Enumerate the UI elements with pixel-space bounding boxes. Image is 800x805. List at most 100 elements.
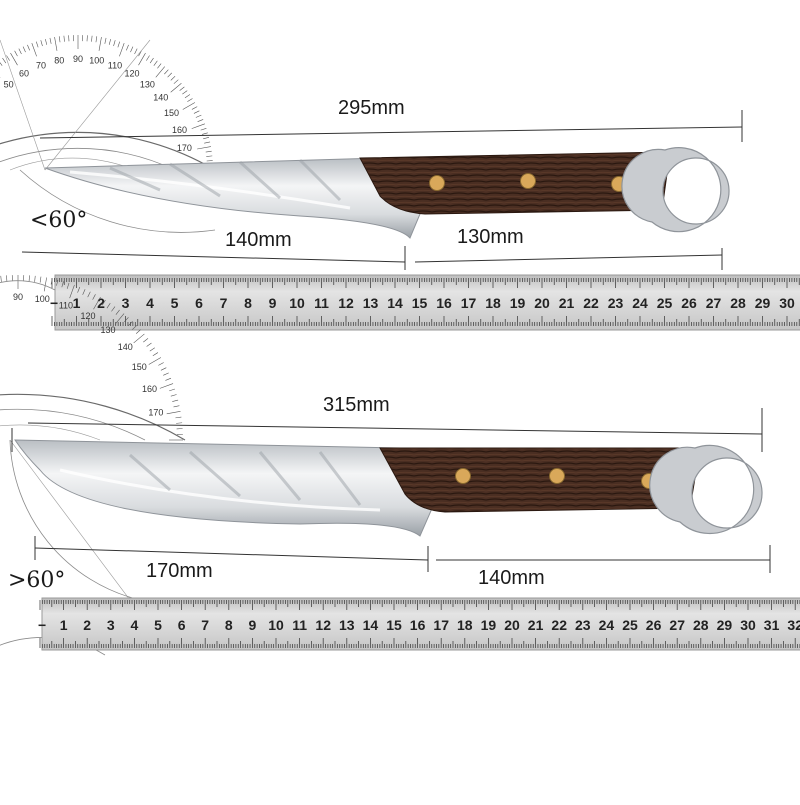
- protractor-top-tick: [105, 38, 106, 44]
- ruler-2-number: 11: [292, 617, 307, 633]
- ruler-2-number: 16: [410, 617, 426, 633]
- protractor-bottom-label: 150: [132, 362, 147, 372]
- ruler-1-number: 9: [269, 295, 277, 311]
- protractor-top-label: 160: [172, 125, 187, 135]
- knife-2-ring: [650, 445, 762, 533]
- ruler-2-number: 25: [622, 617, 638, 633]
- ruler-1-number: 3: [122, 295, 130, 311]
- protractor-top-tick: [45, 39, 46, 45]
- protractor-top-tick: [192, 124, 205, 129]
- protractor-top-tick: [27, 45, 29, 51]
- ruler-1-number: 6: [195, 295, 203, 311]
- protractor-top-label: 50: [4, 79, 14, 89]
- ruler-2-number: 24: [599, 617, 615, 633]
- protractor-bottom-label: 170: [148, 408, 163, 418]
- protractor-top-tick: [59, 36, 60, 42]
- protractor-top-tick: [171, 83, 182, 92]
- protractor-top-tick: [109, 39, 110, 45]
- protractor-bottom-tick: [160, 384, 173, 389]
- protractor-top-tick: [135, 49, 138, 54]
- ruler-2-number: 32: [787, 617, 800, 633]
- knife-2-rivet: [550, 469, 565, 484]
- protractor-top-tick: [164, 70, 168, 74]
- protractor-top-tick: [185, 95, 190, 98]
- protractor-top-tick: [36, 42, 38, 48]
- ruler-2-number: 13: [339, 617, 355, 633]
- ruler-2-number: 18: [457, 617, 473, 633]
- protractor-top-tick: [139, 53, 146, 65]
- ruler-2-number: 9: [249, 617, 257, 633]
- protractor-bottom-label: 120: [80, 311, 95, 321]
- protractor-top-tick: [130, 47, 132, 52]
- protractor-top-tick: [126, 45, 128, 51]
- protractor-top-tick: [180, 87, 185, 91]
- ruler-2-number: 22: [551, 617, 567, 633]
- protractor-bottom-tick: [169, 389, 175, 391]
- protractor-top-label: 70: [36, 61, 46, 71]
- protractor-top-tick: [114, 40, 116, 46]
- ruler-1-number: 18: [485, 295, 501, 311]
- ruler-2-number: 21: [528, 617, 544, 633]
- ruler-2-number: 23: [575, 617, 591, 633]
- protractor-top-label: 100: [89, 56, 104, 66]
- ruler-1-number: 26: [681, 295, 697, 311]
- ruler-2-number: 2: [83, 617, 91, 633]
- protractor-top-label: 80: [54, 56, 64, 66]
- ruler-2-number: 20: [504, 617, 520, 633]
- protractor-top-tick: [119, 43, 124, 56]
- protractor-bottom-tick: [153, 353, 158, 356]
- protractor-bottom-tick: [171, 395, 177, 397]
- protractor-top-label: 120: [124, 68, 139, 78]
- protractor-top-tick: [150, 58, 153, 63]
- protractor-top-tick: [171, 76, 175, 80]
- protractor-top-tick: [118, 42, 120, 48]
- ruler-1-number: 13: [363, 295, 379, 311]
- ruler-1-number: 11: [314, 295, 329, 311]
- ruler-2-number: 12: [315, 617, 331, 633]
- protractor-bottom-tick: [150, 348, 155, 351]
- protractor-bottom-label: 140: [118, 342, 133, 352]
- protractor-top-tick: [197, 147, 211, 149]
- protractor-bottom-tick: [147, 343, 152, 347]
- ruler-1-number: 14: [387, 295, 403, 311]
- protractor-top-label: 170: [177, 143, 192, 153]
- protractor-bottom-tick: [149, 358, 161, 365]
- ruler-2-number: 4: [131, 617, 139, 633]
- protractor-top-tick: [174, 80, 178, 84]
- protractor-bottom-label: 160: [142, 384, 157, 394]
- protractor-top-tick: [182, 91, 187, 95]
- protractor-top-tick: [154, 61, 158, 66]
- protractor-top-tick: [157, 64, 161, 69]
- ruler-2-number: 26: [646, 617, 662, 633]
- protractor-top-tick: [91, 36, 92, 42]
- knife-1-rivet: [430, 176, 445, 191]
- ruler-2-number: 17: [433, 617, 449, 633]
- ruler-2-zero: −: [38, 617, 46, 633]
- protractor-top-label: 150: [164, 108, 179, 118]
- protractor-top-label: 140: [153, 93, 168, 103]
- knife-2-handle-length: 140mm: [478, 568, 545, 588]
- protractor-bottom-label: 100: [35, 294, 50, 304]
- protractor-top-tick: [192, 107, 197, 110]
- knife-1-handle-length: 130mm: [457, 227, 524, 247]
- protractor-top-tick: [156, 67, 165, 78]
- knife-1-blade-length: 140mm: [225, 230, 292, 250]
- protractor-top-tick: [96, 36, 97, 42]
- protractor-top-tick: [32, 43, 37, 56]
- ruler-2-number: 8: [225, 617, 233, 633]
- ruler-1-number: 23: [608, 295, 624, 311]
- ruler-1-number: 19: [510, 295, 526, 311]
- protractor-top-tick: [41, 40, 43, 46]
- protractor-top-label: 110: [108, 61, 122, 71]
- protractor-bottom-tick: [172, 400, 178, 401]
- ruler-1-number: 27: [706, 295, 722, 311]
- protractor-top-label: 90: [73, 54, 83, 64]
- protractor-bottom-tick: [165, 378, 171, 380]
- ruler-1-number: 15: [412, 295, 428, 311]
- ruler-1-number: 10: [289, 295, 305, 311]
- protractor-top-tick: [3, 58, 6, 63]
- protractor-bottom-label: 110: [59, 300, 73, 310]
- knife-1-total-length: 295mm: [338, 98, 405, 118]
- protractor-bottom-label: 130: [100, 325, 115, 335]
